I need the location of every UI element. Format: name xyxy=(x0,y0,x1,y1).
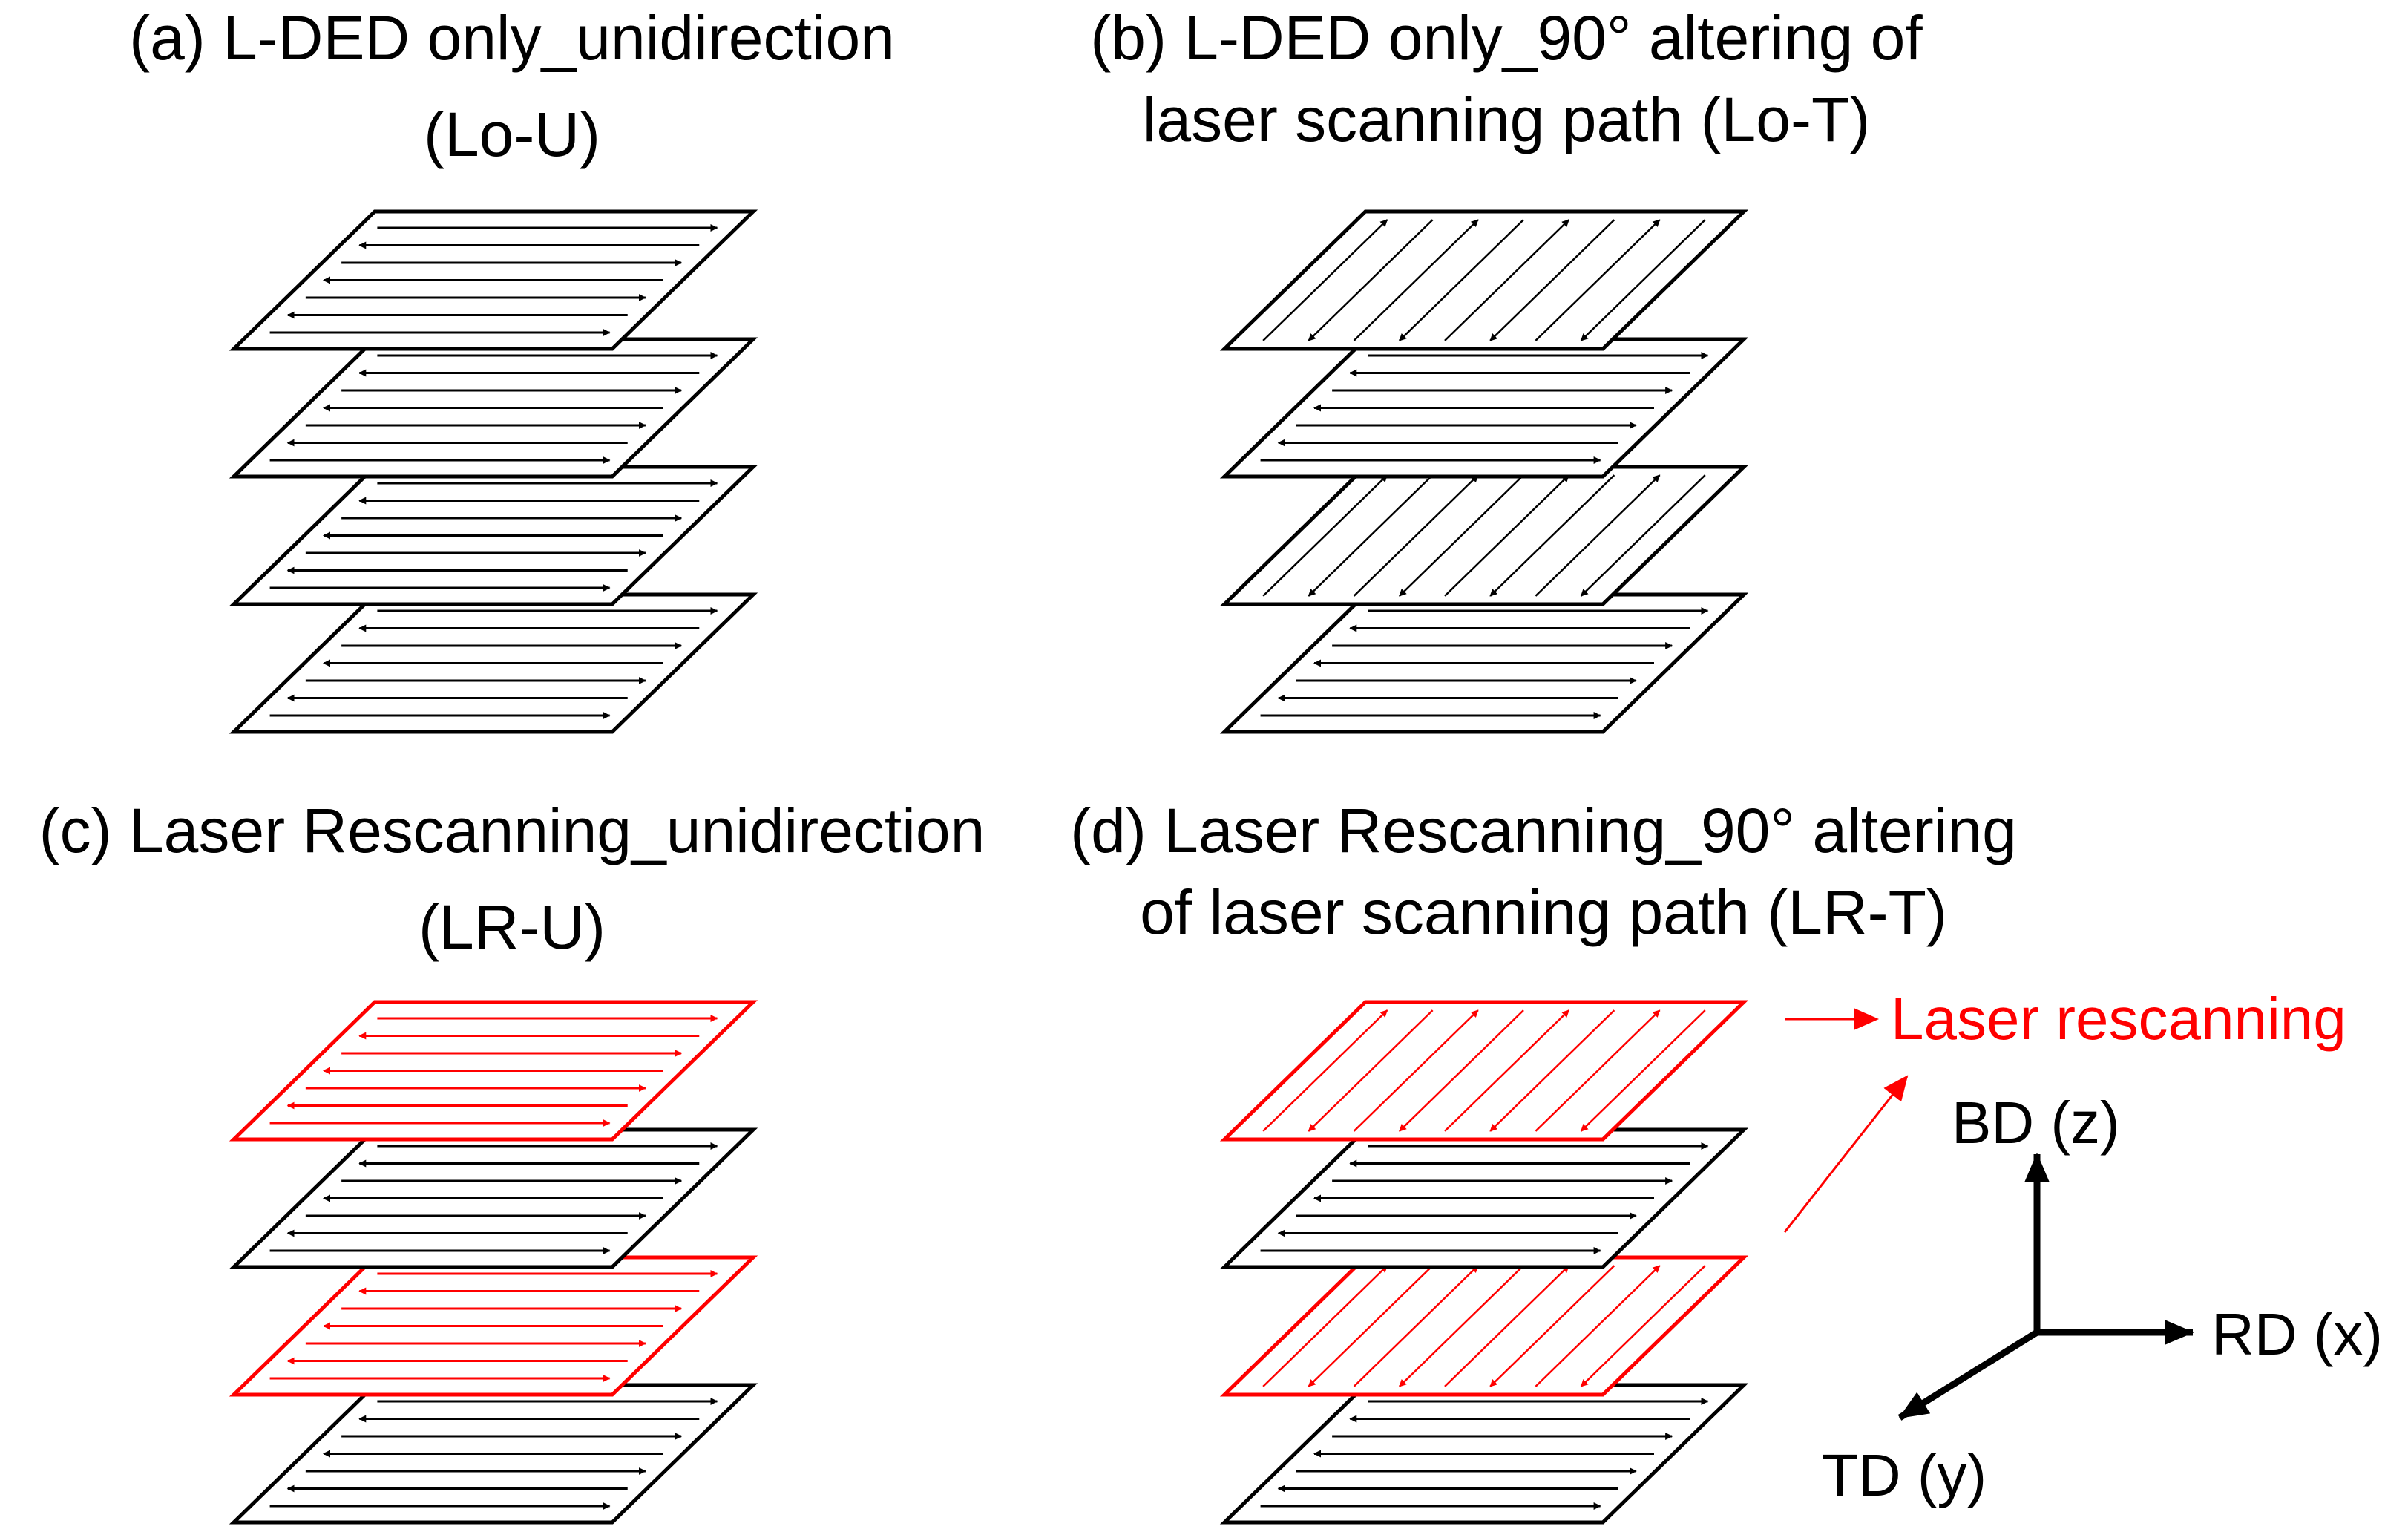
scan-track xyxy=(1444,474,1570,597)
panel-b-layer-3-diagonal-black xyxy=(1219,465,1749,606)
panel-d-layer-4-horizontal-black xyxy=(1219,1383,1749,1525)
scan-track xyxy=(1308,1265,1434,1387)
scan-track xyxy=(1489,1009,1615,1132)
panel-d-layer-2-horizontal-black xyxy=(1219,1127,1749,1269)
panel-c-layer-stack xyxy=(229,1000,758,1525)
layer-outline xyxy=(1219,209,1749,351)
y-axis-arrow xyxy=(1897,1329,2039,1421)
panel-a-title-line1: (a) L-DED only_unidirection xyxy=(129,3,895,73)
y-axis-label: TD (y) xyxy=(1822,1442,1987,1508)
panel-a-title-line2: (Lo-U) xyxy=(424,99,600,169)
panel-a-layer-1-horizontal-black xyxy=(229,209,758,351)
scan-track xyxy=(1262,474,1388,597)
panel-c-layer-4-horizontal-black xyxy=(229,1383,758,1525)
scan-track xyxy=(1308,1009,1434,1132)
scan-track xyxy=(1580,219,1706,341)
scan-track xyxy=(1398,1265,1524,1387)
layer-outline xyxy=(1219,1000,1749,1142)
scan-track xyxy=(1353,1009,1479,1132)
panel-c-title-line2: (LR-U) xyxy=(419,892,606,962)
coordinate-axes: BD (z) RD (x) TD (y) xyxy=(1822,1090,2383,1508)
scan-track xyxy=(1535,1265,1661,1387)
scan-track xyxy=(1398,1009,1524,1132)
scan-track xyxy=(1353,219,1479,341)
panel-a-layer-3-horizontal-black xyxy=(229,465,758,606)
panel-d-layer-1-diagonal-red xyxy=(1219,1000,1749,1142)
panel-c-layer-2-horizontal-black xyxy=(229,1127,758,1269)
scan-track xyxy=(1308,219,1434,341)
panel-c-title-line1: (c) Laser Rescanning_unidirection xyxy=(39,796,985,865)
panel-c-title: (c) Laser Rescanning_unidirection (LR-U) xyxy=(39,796,985,962)
panel-b-layer-1-diagonal-black xyxy=(1219,209,1749,351)
panel-b-layer-4-horizontal-black xyxy=(1219,592,1749,734)
panel-b-layer-stack xyxy=(1219,209,1749,734)
panel-b-layer-2-horizontal-black xyxy=(1219,337,1749,479)
panel-d-layer-3-diagonal-red xyxy=(1219,1255,1749,1397)
layer-outline xyxy=(1219,1255,1749,1397)
panel-b-title-line2: laser scanning path (Lo-T) xyxy=(1143,85,1870,154)
panel-c-layer-3-horizontal-red xyxy=(229,1255,758,1397)
scan-track xyxy=(1353,1265,1479,1387)
panel-b-title-line1: (b) L-DED only_90° altering of xyxy=(1090,3,1923,73)
panel-a-layer-4-horizontal-black xyxy=(229,592,758,734)
scan-track xyxy=(1444,219,1570,341)
scan-track xyxy=(1580,1009,1706,1132)
panel-d-title-line1: (d) Laser Rescanning_90° altering xyxy=(1070,796,2017,865)
scan-track xyxy=(1353,474,1479,597)
scan-track xyxy=(1398,474,1524,597)
scan-track xyxy=(1580,1265,1706,1387)
panel-c-layer-1-horizontal-red xyxy=(229,1000,758,1142)
scan-track xyxy=(1262,219,1388,341)
panel-a-title: (a) L-DED only_unidirection (Lo-U) xyxy=(129,3,895,169)
rescan-arrow-lower xyxy=(1783,1075,1909,1233)
panel-a-layer-2-horizontal-black xyxy=(229,337,758,479)
scan-track xyxy=(1398,219,1524,341)
scan-track xyxy=(1262,1009,1388,1132)
panel-d-title: (d) Laser Rescanning_90° altering of las… xyxy=(1070,796,2017,947)
scan-track xyxy=(1580,474,1706,597)
scan-track xyxy=(1308,474,1434,597)
panel-d-title-line2: of laser scanning path (LR-T) xyxy=(1140,877,1947,947)
panel-a-layer-stack xyxy=(229,209,758,734)
scan-track xyxy=(1535,1009,1661,1132)
scan-track xyxy=(1535,474,1661,597)
scan-track xyxy=(1444,1009,1570,1132)
rescan-callout: Laser rescanning xyxy=(1783,986,2346,1233)
scan-track xyxy=(1444,1265,1570,1387)
panel-b-title: (b) L-DED only_90° altering of laser sca… xyxy=(1090,3,1923,154)
scan-track xyxy=(1262,1265,1388,1387)
panel-d-layer-stack xyxy=(1219,1000,1749,1525)
scan-track xyxy=(1489,1265,1615,1387)
scan-track xyxy=(1489,219,1615,341)
z-axis-label: BD (z) xyxy=(1952,1090,2120,1156)
rescan-label: Laser rescanning xyxy=(1891,986,2346,1052)
scan-track xyxy=(1489,474,1615,597)
scan-track xyxy=(1535,219,1661,341)
layer-outline xyxy=(1219,465,1749,606)
x-axis-label: RD (x) xyxy=(2211,1301,2383,1367)
